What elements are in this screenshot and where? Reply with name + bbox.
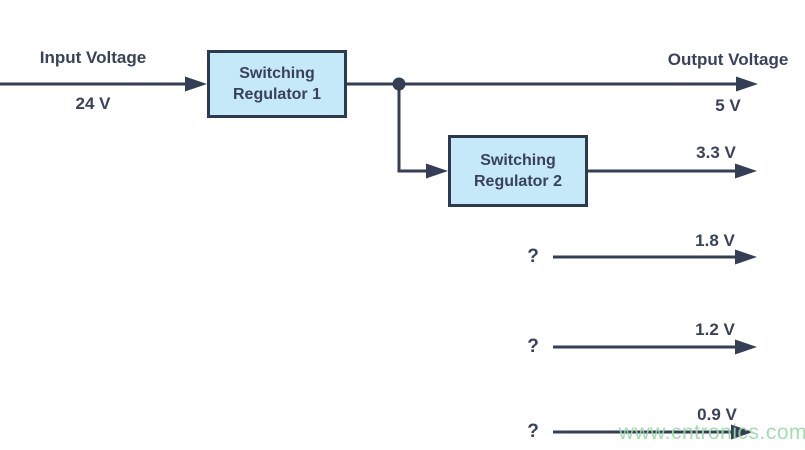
- rail-1v2-arrowhead-icon: [735, 339, 757, 355]
- rail-0v9-label: 0.9 V: [697, 405, 737, 424]
- rail-5v-arrowhead-icon: [736, 76, 758, 92]
- branch-arrowhead-icon: [426, 163, 448, 179]
- branch-line: [397, 84, 427, 173]
- watermark-text: www.cntronics.com: [618, 421, 805, 444]
- rail-1v8-question-mark: ?: [527, 246, 539, 267]
- switching-regulator-2-label: Switching Regulator 2: [473, 152, 562, 190]
- output-voltage-value: 5 V: [715, 96, 741, 115]
- rail-1v8-label: 1.8 V: [695, 231, 735, 250]
- output-voltage-label: Output Voltage 5 V: [645, 25, 805, 140]
- rail-1v2-question-mark: ?: [527, 336, 539, 357]
- rail-3v3-label: 3.3 V: [696, 143, 736, 162]
- input-voltage-title: Input Voltage: [39, 48, 147, 67]
- input-voltage-value: 24 V: [75, 94, 111, 113]
- switching-regulator-1-label: Switching Regulator 1: [232, 65, 321, 103]
- input-voltage-label: Input Voltage 24 V: [10, 23, 176, 138]
- output-voltage-title: Output Voltage: [667, 50, 789, 69]
- input-arrowhead-icon: [185, 76, 207, 92]
- rail-0v9-arrowhead-icon: [731, 424, 753, 440]
- rail-1v8-arrowhead-icon: [735, 249, 757, 265]
- switching-regulator-2-box: Switching Regulator 2: [448, 135, 588, 207]
- rail-0v9-question-mark: ?: [527, 421, 539, 442]
- switching-regulator-1-box: Switching Regulator 1: [207, 50, 347, 118]
- rail-3v3-arrowhead-icon: [735, 163, 757, 179]
- rail-1v2-label: 1.2 V: [695, 320, 735, 339]
